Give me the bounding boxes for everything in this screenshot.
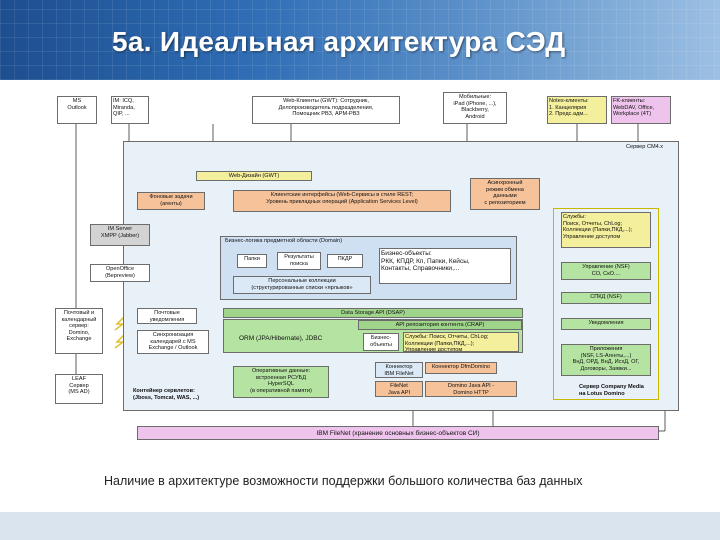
business-objects-box: Бизнес-объекты: РКК, КПДР, Кп, Папки, Ке… (379, 248, 511, 284)
filenet-java-api-box: FileNet Java API (375, 381, 423, 397)
domino-java-api-box: Domino Java API - Domino HTTP (425, 381, 517, 397)
data-storage-api-box: Data Storage API (DSAP) (223, 308, 523, 318)
client-interfaces-box: Клиентские интерфейсы (Web-Сервисы в сти… (233, 190, 451, 212)
async-mode-box: Асинхронный режим обмена данными с репоз… (470, 178, 540, 210)
calendar-sync-box: Синхронизация календарей с MS Exchange /… (137, 330, 209, 354)
company-media-label: Сервер Company Media на Lotus Domino (579, 384, 644, 397)
folders-box: Папки (237, 254, 267, 268)
services2-box: Службы: Поиск, Отчеты, ChLog; Коллекции … (403, 332, 519, 352)
orm-label: ORM (JPA/Hibernate), JDBC (239, 335, 323, 342)
connector-domino-box: Коннектор DfmDomino (425, 362, 497, 374)
bottom-strip (0, 512, 720, 540)
company-media-box (553, 208, 659, 400)
repository-api-box: API репозитория контента (CRAP) (358, 320, 522, 330)
leaf-server-box: LEAF Сервер (MS AD) (55, 374, 103, 404)
applications-box: Приложения (NSF, LS-Агенты,...) ВнД, ОРД… (561, 344, 651, 376)
personal-collections-box: Персональные коллекции (структурированны… (233, 276, 371, 294)
fk-clients-box: FK-клиенты: WebDAV, Office, Workplace (4… (611, 96, 671, 124)
im-server-box: IM Server XMPP (Jabber) (90, 224, 150, 246)
ibm-filenet-box: IBM FileNet (хранение основных бизнес-об… (137, 426, 659, 440)
web-design-box: Web-Дизайн (GWT) (196, 171, 312, 181)
business-logic-label: Бизнес-логика предметной области (Domain… (225, 238, 343, 244)
mobile-clients-box: Мобильные: iPad (iPhone, ...), Blackberr… (443, 92, 507, 124)
services-box: Службы: Поиск, Отчеты, ChLog; Коллекции … (561, 212, 651, 248)
search-results-box: Результаты поиска (277, 252, 321, 270)
web-clients-box: Web-Клиенты (GWT): Сотрудник, Делопроизв… (252, 96, 400, 124)
notes-clients-box: Notes-клиенты: 1. Канцелярия 2. Предс.ад… (547, 96, 607, 124)
architecture-diagram: MS Outlook IM: ICQ, Miranda, QIP, ... We… (53, 86, 683, 486)
operational-data-box: Оперативные данные: встроенная РСУБД Hyp… (233, 366, 329, 398)
notifications-box: Уведомления (561, 318, 651, 330)
lightning-icon (114, 333, 126, 349)
mail-calendar-server-box: Почтовый и календарный сервер: Domino, E… (55, 308, 103, 354)
pkdr-box: ПКДР (327, 254, 363, 268)
biz-objects-short-box: Бизнес- объекты (363, 333, 399, 351)
server-cm-label: Сервер CM4.x (626, 144, 664, 150)
slide-title: 5а. Идеальная архитектура СЭД (112, 26, 566, 57)
ms-outlook-box: MS Outlook (57, 96, 97, 124)
servlet-container-label: Контейнер сервлетов: (Jboss, Tomcat, WAS… (133, 388, 200, 401)
slide-footer: Наличие в архитектуре возможности поддер… (104, 474, 583, 488)
world-map-background (0, 0, 720, 80)
connector-filenet-box: Коннектор IBM FileNet (375, 362, 423, 378)
skd-box: СПКД (NSF) (561, 292, 651, 304)
openoffice-box: OpenOffice (Bepreview) (90, 264, 150, 282)
background-tasks-box: Фоновые задачи (агенты) (137, 192, 205, 210)
title-banner: 5а. Идеальная архитектура СЭД (0, 0, 720, 80)
mail-notifications-box: Почтовые уведомления (137, 308, 197, 324)
im-clients-box: IM: ICQ, Miranda, QIP, ... (111, 96, 149, 124)
inbox-outbox-box: Управление (NSF) СО, СкО.... (561, 262, 651, 280)
lightning-icon (114, 315, 126, 331)
